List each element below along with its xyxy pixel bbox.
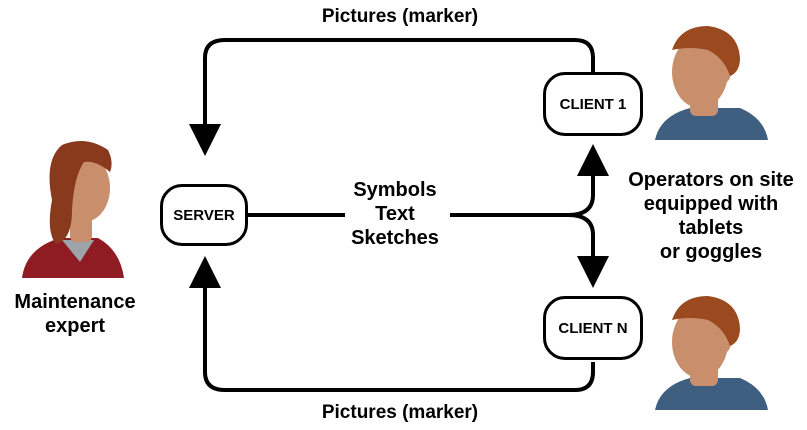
top-edge-label: Pictures (marker) — [321, 6, 479, 27]
bottom-picture-arrow — [189, 256, 595, 392]
arrow-to-client-n — [567, 213, 609, 288]
maintenance-expert-line-1: Maintenance — [14, 291, 136, 313]
operators-line-2: equipped with — [643, 193, 779, 215]
operator-avatar-client-1 — [655, 26, 768, 140]
operators-label: Operators on site equipped with tablets … — [618, 168, 804, 264]
operator-avatar-client-n — [655, 296, 768, 410]
message-type-sketches: Sketches — [351, 227, 439, 249]
client-1-node: CLIENT 1 — [543, 72, 643, 136]
message-type-symbols: Symbols — [353, 179, 437, 201]
server-node: SERVER — [160, 184, 248, 246]
message-types-label: Symbols Text Sketches — [335, 178, 455, 250]
maintenance-expert-line-2: expert — [44, 315, 106, 337]
client-n-node: CLIENT N — [543, 296, 643, 360]
bottom-edge-label: Pictures (marker) — [321, 402, 479, 423]
client-1-node-label: CLIENT 1 — [559, 95, 627, 113]
top-picture-arrow — [189, 38, 595, 156]
maintenance-expert-avatar — [22, 141, 124, 278]
message-type-text: Text — [375, 203, 415, 225]
operators-line-1: Operators on site — [628, 169, 794, 191]
client-n-node-label: CLIENT N — [558, 319, 628, 337]
arrow-to-client-1 — [567, 144, 609, 217]
operators-line-4: or goggles — [659, 241, 763, 263]
server-node-label: SERVER — [173, 206, 235, 224]
maintenance-expert-label: Maintenance expert — [0, 290, 150, 338]
operators-line-3: tablets — [678, 217, 744, 239]
